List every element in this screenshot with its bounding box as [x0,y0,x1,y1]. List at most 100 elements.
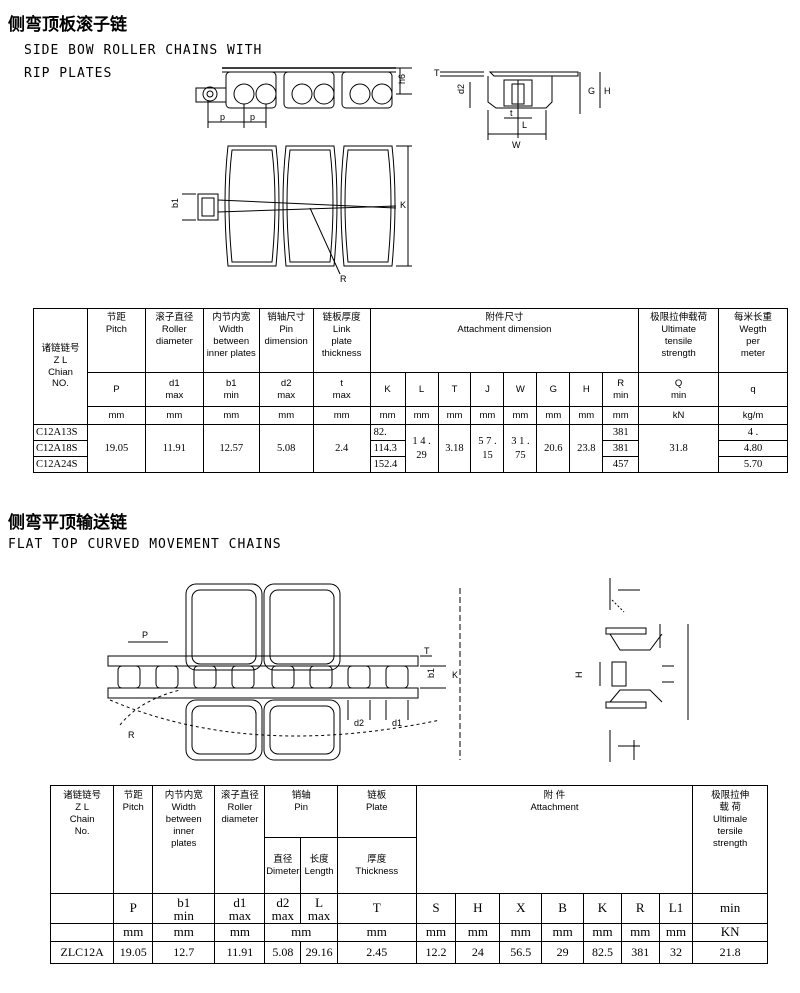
sym2-K: K [583,893,622,924]
row2-B: 29 [541,941,585,964]
unit2-b1: mm [152,923,216,942]
sym-L: L [404,372,439,407]
label-H: H [604,86,611,96]
cell-q: 4.80 [718,440,788,457]
section1-drawing: p p h6 T d2 t L W G H b1 K R [170,67,611,284]
unit-W: mm [503,406,538,425]
section1-title-cn: 侧弯顶板滚子链 [8,15,127,35]
sym-T: T [437,372,472,407]
sym2-min: min [692,893,768,924]
row2-L: 29.16 [300,941,338,964]
unit-H: mm [569,406,604,425]
unit2-H: mm [455,923,501,942]
row2-R: 381 [620,941,660,964]
label-t: t [510,108,513,118]
flat-top-side-view [599,578,689,762]
row2-H: 24 [455,941,501,964]
cell-R: 457 [602,456,640,473]
cell-Q: 31.8 [638,424,720,473]
row2-chain-no: ZLC12A [49,941,115,964]
row2-P: 19.05 [113,941,154,964]
sym-pitch: P [86,372,146,407]
cell-K: 152.4 [369,456,406,473]
unit-t: mm [312,406,371,425]
section2-title-cn: 侧弯平顶输送链 [8,513,127,533]
cell-K: 82. [369,424,406,441]
unit-K: mm [369,406,406,425]
unit2-X: mm [499,923,543,942]
unit2-chain [49,923,115,942]
side-view [195,67,412,128]
unit-Q: kN [638,406,720,425]
section1-title-en-line2: RIP PLATES [24,66,113,81]
sym2-R: R [620,893,660,924]
row2-d2: 5.08 [264,941,302,964]
unit-q: kg/m [718,406,788,425]
row2-K: 82.5 [583,941,622,964]
row2-L1: 32 [658,941,694,964]
row2-T: 2.45 [336,941,417,964]
unit-d2: mm [258,406,314,425]
label-p1: p [220,112,225,122]
unit2-KN: KN [692,923,768,942]
unit2-d1: mm [214,923,266,942]
unit2-pin: mm [264,923,338,942]
sym2-chain [49,893,115,924]
cell-H: 23.8 [569,424,604,473]
row2-S: 12.2 [415,941,457,964]
sym2-B: B [541,893,585,924]
unit2-P: mm [113,923,154,942]
unit-pitch: mm [86,406,146,425]
label-R: R [340,274,347,284]
section2-drawing: P T b1 K d2 d1 R H [107,578,689,762]
label-L: L [522,120,527,130]
unit-J: mm [470,406,505,425]
cell-L: 1 4 .29 [404,424,439,473]
sym-J: J [470,372,505,407]
label-P: P [142,630,148,640]
cell-q: 5.70 [718,456,788,473]
label-d2: d2 [456,84,466,94]
top-view [182,145,412,275]
label-K2: K [452,670,458,680]
cell-d2: 5.08 [258,424,314,473]
label-W: W [512,140,521,150]
row2-d1: 11.91 [214,941,266,964]
cell-q: 4 . [718,424,788,441]
row-chain-no: C12A13S [33,424,88,441]
sym2-S: S [415,893,457,924]
label-T: T [434,68,440,78]
label-d2-2: d2 [354,718,364,728]
cell-T: 3.18 [437,424,472,473]
cell-R: 381 [602,440,640,457]
unit-d1: mm [144,406,204,425]
cell-K: 114.3 [369,440,406,457]
label-d1-2: d1 [392,718,402,728]
sym2-T: T [336,893,417,924]
sym-H: H [569,372,604,407]
sym2-X: X [499,893,543,924]
